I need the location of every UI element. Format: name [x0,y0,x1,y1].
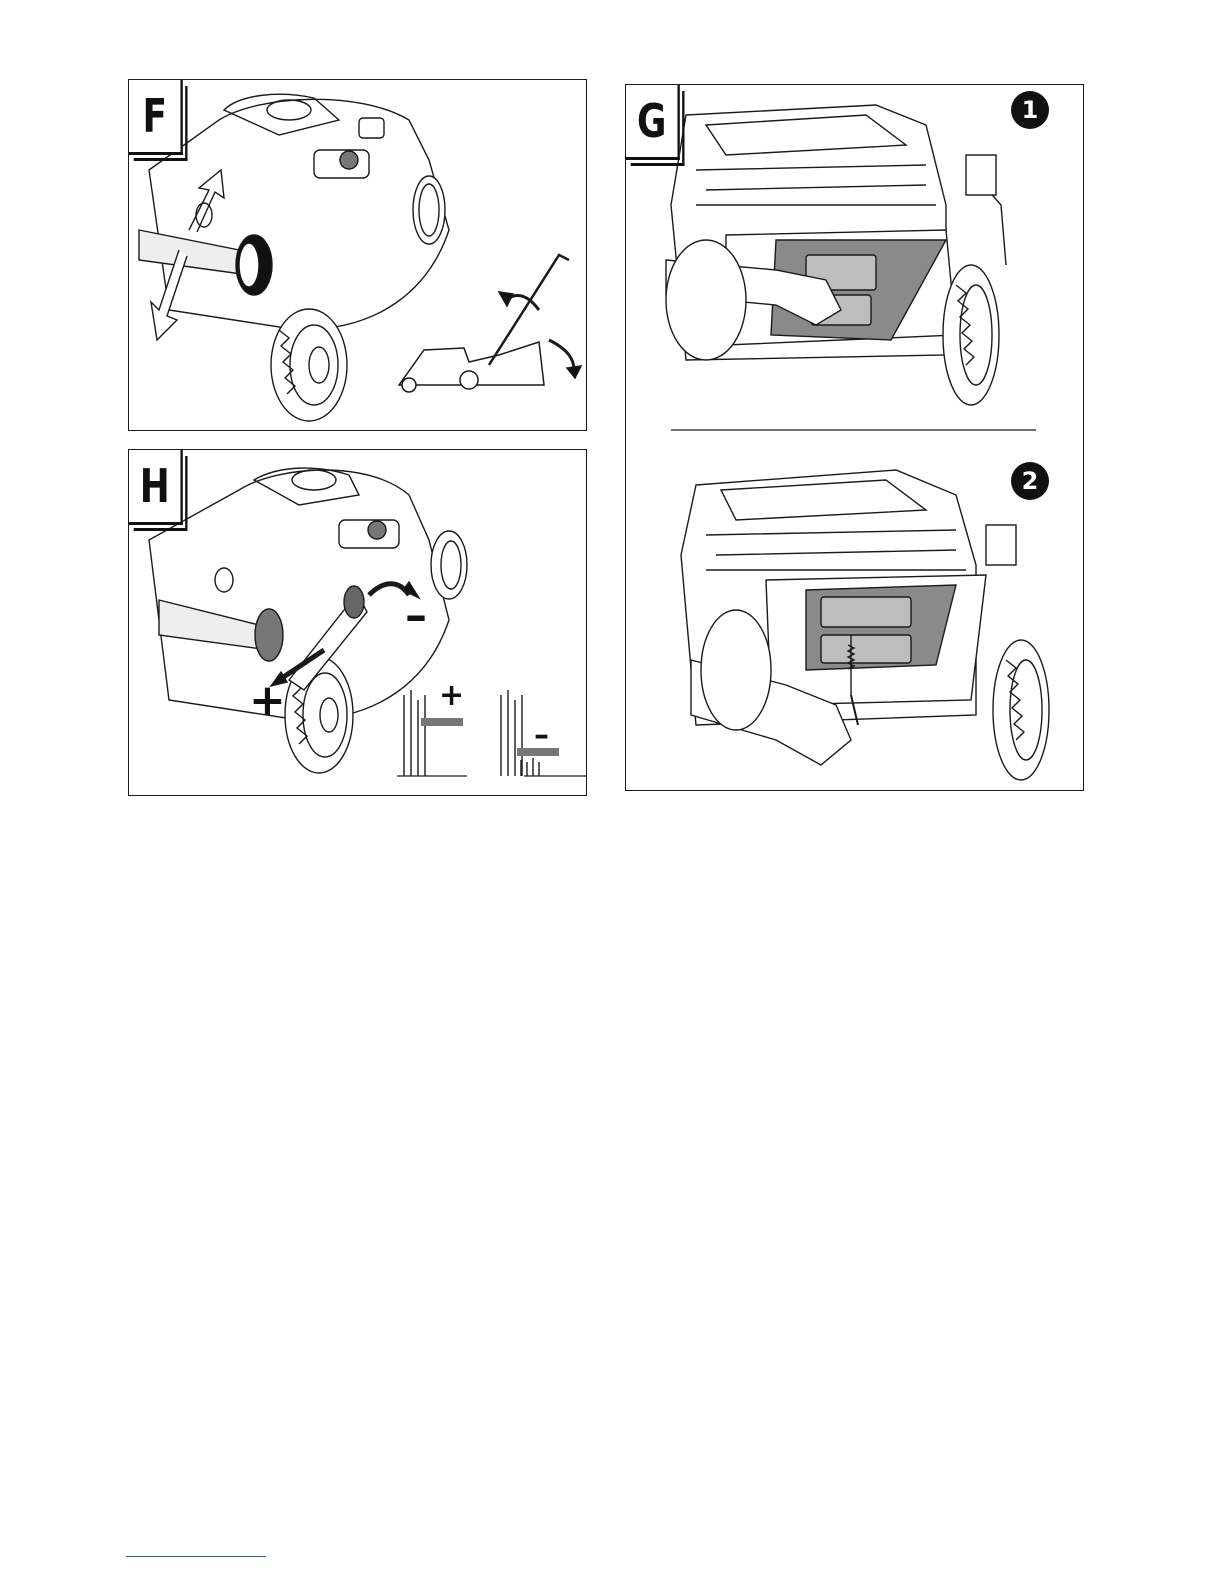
figure-f-illustration [129,80,587,431]
figure-h-illustration [129,450,587,796]
minus-symbol: – [405,590,427,641]
figure-f: F [128,79,587,431]
figure-h: + – + – H [128,449,587,796]
figure-f-label: F [129,80,183,155]
plus-symbol: + [249,675,286,726]
figure-g: G 1 2 [625,84,1084,791]
step-1-badge: 1 [1011,91,1049,129]
figure-h-label: H [129,450,183,525]
icon-minus-symbol: – [534,718,549,753]
step-2-badge: 2 [1011,462,1049,500]
figure-g-label: G [626,85,680,160]
icon-plus-symbol: + [439,678,464,713]
figure-g-illustration [626,85,1084,791]
footnote-rule [126,1556,266,1557]
